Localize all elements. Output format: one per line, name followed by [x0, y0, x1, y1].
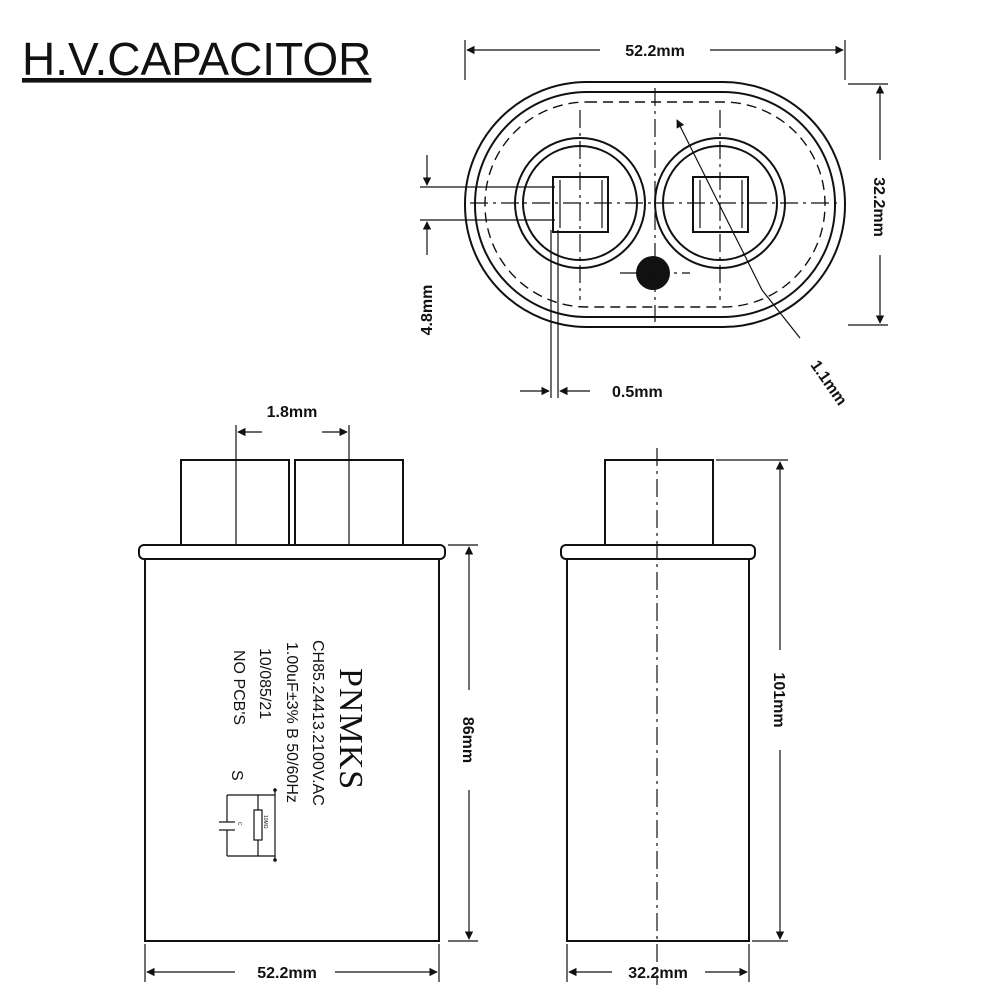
front-rim — [138, 544, 446, 560]
side-terminal — [604, 459, 714, 546]
note-label: NO PCB'S — [230, 650, 247, 725]
resistor-value: 10MΩ — [262, 815, 268, 829]
side-rim — [560, 544, 756, 560]
model-label: CH85.24413.2100V.AC — [309, 640, 326, 806]
dim-side-width: 32.2mm — [628, 965, 688, 982]
resistor-symbol — [253, 809, 263, 841]
top-outline-outer — [464, 81, 846, 328]
front-terminal-left — [180, 459, 290, 546]
date-label: 10/085/21 — [256, 648, 273, 719]
dim-terminal-spacing: 1.8mm — [267, 404, 318, 421]
side-view: 101mm 32.2mm — [560, 448, 788, 985]
dim-front-width: 52.2mm — [257, 965, 317, 982]
dim-top-width: 52.2mm — [625, 43, 685, 60]
side-body — [566, 558, 750, 942]
cap-symbol-label: C — [236, 822, 242, 826]
brand-label: PNMKS — [332, 668, 369, 790]
dim-terminal-thickness: 0.5mm — [612, 384, 663, 401]
dim-terminal-gap: 4.8mm — [419, 285, 436, 336]
front-view: 1.8mm 86mm 52.2mm PNMKS CH85.24413.2100V… — [138, 404, 478, 982]
top-view: 52.2mm 32.2mm 4.8mm 0.5mm 1.1mm — [419, 40, 888, 409]
schematic: 10MΩ C — [219, 788, 277, 862]
mark-label: S — [228, 770, 245, 781]
dim-body-height: 86mm — [459, 717, 476, 763]
front-body — [144, 558, 440, 942]
dim-total-height: 101mm — [770, 672, 787, 727]
dim-diagonal: 1.1mm — [807, 358, 850, 409]
capacitance-label: 1.00uF±3% B 50/60Hz — [283, 642, 300, 803]
page-title: H.V.CAPACITOR — [22, 33, 371, 85]
dim-top-height: 32.2mm — [870, 177, 887, 237]
